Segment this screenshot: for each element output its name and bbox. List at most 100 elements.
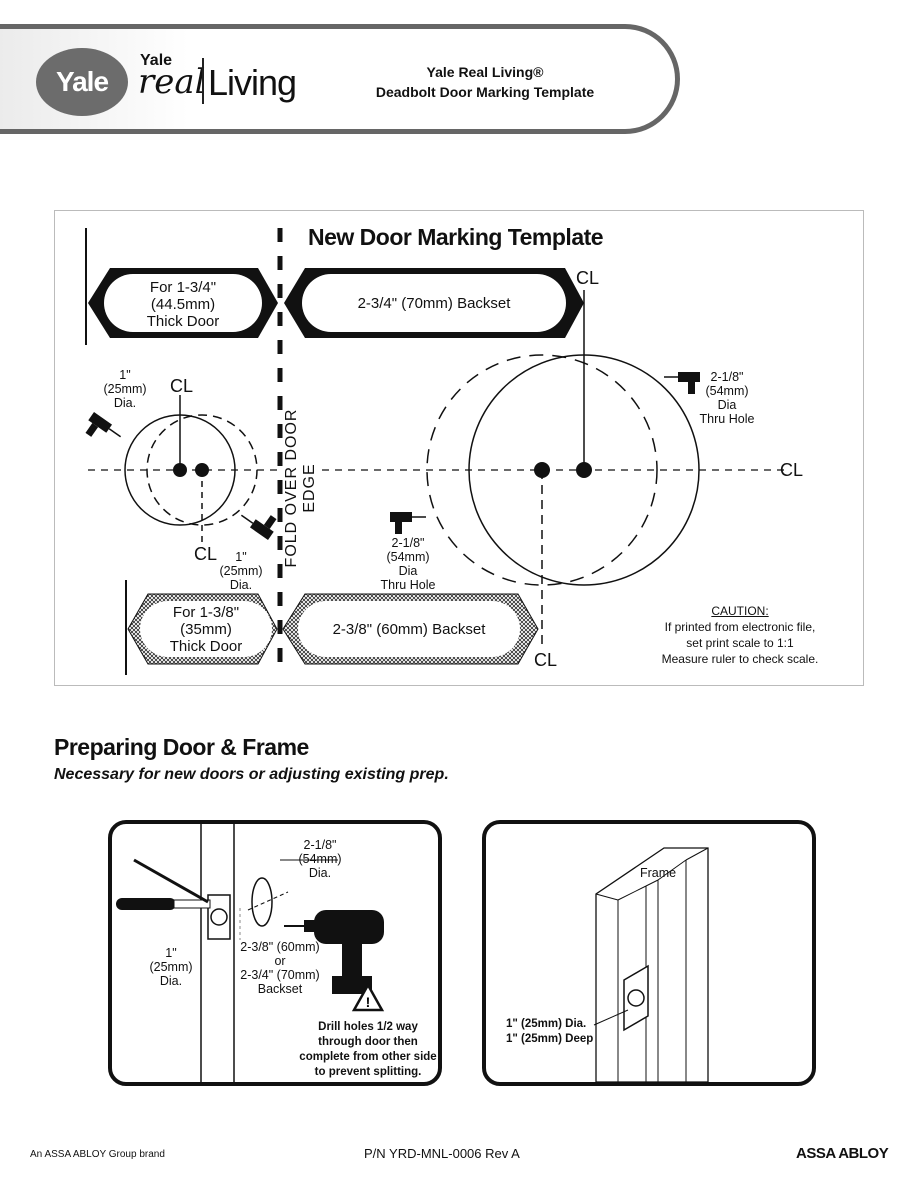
hole-dia-line: 2-1/8" (303, 838, 337, 852)
frame-edge (645, 879, 659, 887)
thick-134-line: Thick Door (146, 313, 220, 330)
drill-icon (664, 372, 700, 394)
yale-logo-text: Yale (55, 66, 109, 97)
backset-238-label: 2-3/8" (60mm) Backset (332, 621, 486, 638)
caution-line: set print scale to 1:1 (686, 636, 794, 650)
big-hole-center-2 (534, 462, 550, 478)
drilling-warning: Drill holes 1/2 way through door then co… (296, 1020, 440, 1080)
strike-label: 1" (25mm) Dia. 1" (25mm) Deep (506, 1017, 593, 1047)
thick-134-line: For 1-3/4" (149, 279, 217, 296)
caution-note: CAUTION: If printed from electronic file… (650, 603, 830, 667)
edge-dia-line: Dia. (159, 974, 183, 988)
backset-234-badge-inner (302, 274, 566, 332)
big-hole-center-label: 2-1/8" (54mm) Dia Thru Hole (370, 536, 446, 592)
cl-symbol: CL (194, 544, 218, 564)
caution-line: If printed from electronic file, (664, 620, 816, 634)
small-hole-center-2 (195, 463, 209, 477)
thick-134-label: For 1-3/4" (44.5mm) Thick Door (104, 279, 262, 330)
cl-symbol: CL (780, 460, 804, 480)
frame-label: Frame (640, 866, 677, 880)
backset-234-label: 2-3/4" (70mm) Backset (357, 295, 511, 312)
prep-section-subtitle: Necessary for new doors or adjusting exi… (54, 766, 449, 783)
hole-dia-line: (54mm) (298, 852, 342, 866)
edge-dia-label: 1" (25mm) Dia. (142, 946, 200, 988)
big-hole-right-line: Dia (717, 398, 737, 412)
big-hole-center-line: Dia (398, 564, 418, 578)
small-hole-top-line: Dia. (113, 396, 137, 410)
hole-dia-label: 2-1/8" (54mm) Dia. (290, 838, 350, 880)
big-hole-dashed (426, 354, 658, 586)
yale-logo: Yale (36, 48, 128, 116)
big-hole-center-1 (576, 462, 592, 478)
document-title-line2: Deadbolt Door Marking Template (375, 84, 595, 100)
thick-138-label: For 1-3/8" (35mm) Thick Door (140, 604, 272, 655)
caution-line: Measure ruler to check scale. (661, 652, 819, 666)
small-hole-top-label: 1" (25mm) Dia. (95, 368, 155, 410)
warning-line: through door then (318, 1036, 418, 1048)
frame-prep-panel (482, 820, 816, 1086)
warning-line: complete from other side (299, 1051, 437, 1063)
backset-line: Backset (257, 982, 303, 996)
small-hole-top-line: 1" (119, 368, 131, 382)
document-title-line1: Yale Real Living® (426, 64, 544, 80)
brand-yale-text: Yale (140, 52, 173, 69)
thick-138-badge-inner (140, 601, 272, 657)
warning-line: to prevent splitting. (314, 1066, 422, 1078)
big-hole-right-label: 2-1/8" (54mm) Dia Thru Hole (692, 370, 762, 426)
door-prep-panel (108, 820, 442, 1086)
big-hole-center-line: 2-1/8" (391, 536, 425, 550)
brand-living-text: Living (208, 62, 297, 103)
assa-abloy-logo: ASSA ABLOY (796, 1145, 889, 1162)
strike-label-line: 1" (25mm) Dia. (506, 1018, 587, 1030)
small-hole-top-line: (25mm) (103, 382, 147, 396)
prep-section-title: Preparing Door & Frame (54, 734, 309, 760)
small-hole-center-1 (173, 463, 187, 477)
latch-faceplate (207, 894, 231, 940)
small-hole-dashed (146, 414, 258, 526)
edge-bore (210, 908, 228, 926)
big-hole-right-line: (54mm) (705, 384, 749, 398)
backset-line: or (274, 954, 286, 968)
cl-symbol: CL (170, 376, 194, 396)
template-drawing (85, 228, 790, 675)
cl-symbol: CL (576, 268, 600, 288)
big-hole-center-line: (54mm) (386, 550, 430, 564)
drill-icon (284, 910, 384, 994)
face-bore (251, 877, 273, 927)
frame-prep-illustration (593, 847, 709, 1083)
thick-138-line: Thick Door (169, 638, 243, 655)
strike-bore (627, 989, 645, 1007)
caution-heading: CAUTION: (711, 604, 769, 618)
warning-line: Drill holes 1/2 way (318, 1021, 418, 1033)
strike-leader (593, 1009, 629, 1026)
thick-138-line: For 1-3/8" (172, 604, 240, 621)
drill-icon (240, 514, 277, 540)
edge-dia-line: 1" (165, 946, 177, 960)
frame-edge (617, 885, 647, 901)
footer-brand-note: An ASSA ABLOY Group brand (30, 1149, 165, 1160)
drill-icon (390, 512, 426, 534)
frame-edge (595, 893, 619, 901)
small-hole-bottom-line: Dia. (229, 578, 253, 592)
big-hole-right-line: 2-1/8" (710, 370, 744, 384)
bore-guide (247, 891, 289, 911)
backset-line: 2-3/4" (70mm) (240, 968, 320, 982)
edge-dia-line: (25mm) (149, 960, 193, 974)
frame-edge (685, 847, 709, 861)
frame-edge (657, 859, 687, 881)
svg-text:!: ! (366, 994, 371, 1010)
hole-dia-line: Dia. (308, 866, 332, 880)
door-prep-illustration: ! (116, 824, 385, 1082)
document-title: Yale Real Living® Deadbolt Door Marking … (330, 62, 640, 102)
small-hole-bottom-line: (25mm) (219, 564, 263, 578)
fold-over-door-edge-label: FOLD OVER DOOR EDGE (283, 388, 319, 588)
cl-symbol: CL (534, 650, 558, 670)
brand-separator (202, 58, 204, 104)
brand-real-text: real (138, 62, 206, 102)
drill-icon (85, 412, 122, 438)
warning-icon (351, 982, 385, 1012)
small-hole-bottom-label: 1" (25mm) Dia. (210, 550, 272, 592)
thick-134-badge-inner (104, 274, 262, 332)
backset-label: 2-3/8" (60mm) or 2-3/4" (70mm) Backset (232, 940, 328, 996)
strike-mortise (623, 964, 649, 1032)
